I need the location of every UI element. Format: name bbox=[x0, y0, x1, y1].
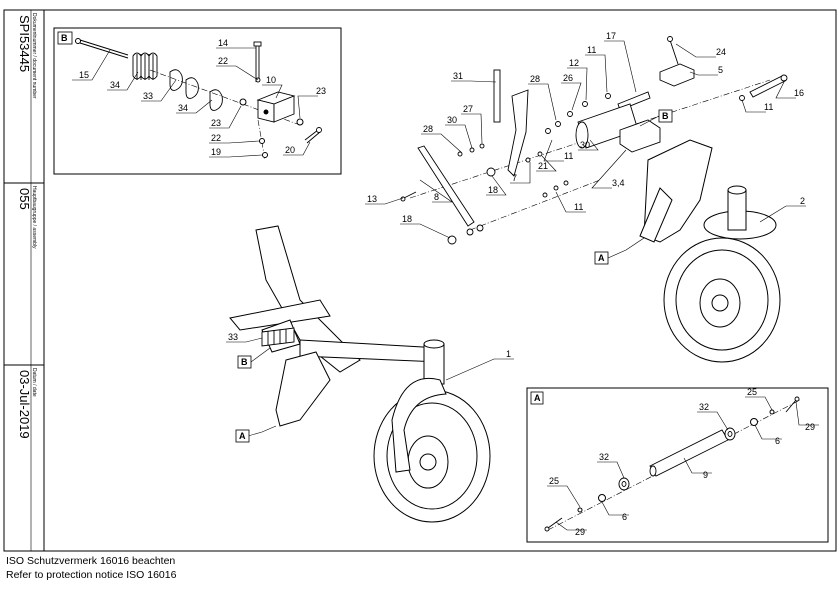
tag-a-left: A bbox=[235, 429, 250, 443]
tag-b-left-leader bbox=[250, 347, 271, 363]
pin-29a-drawing bbox=[785, 396, 800, 413]
bolt-14-drawing bbox=[253, 41, 262, 83]
document-date: 03-Jul-2019 bbox=[17, 370, 32, 439]
callout-b-14: 14 bbox=[218, 38, 228, 48]
callout-26: 26 bbox=[563, 73, 573, 83]
hook-34b-drawing bbox=[209, 89, 223, 111]
detail-b-box: B bbox=[53, 27, 342, 175]
callout-24: 24 bbox=[716, 47, 726, 57]
callout-a-32a: 32 bbox=[699, 402, 709, 412]
bushing-32b-drawing bbox=[618, 477, 630, 491]
washer-23b-drawing bbox=[296, 118, 304, 126]
callout-a-25a: 25 bbox=[747, 387, 757, 397]
tag-b-upper-leader bbox=[639, 115, 660, 127]
callout-13: 13 bbox=[367, 194, 377, 204]
callout-33: 33 bbox=[228, 332, 238, 342]
callout-28b: 28 bbox=[423, 124, 433, 134]
svg-text:B: B bbox=[662, 111, 669, 121]
callout-2: 2 bbox=[800, 196, 805, 206]
hook-34-drawing bbox=[185, 77, 199, 99]
detail-a-tag: A bbox=[534, 393, 541, 403]
callout-a-25b: 25 bbox=[549, 476, 559, 486]
callout-11b: 11 bbox=[764, 102, 773, 112]
drawing-frame bbox=[3, 9, 837, 552]
callout-b-34b: 34 bbox=[178, 103, 188, 113]
callout-11d: 11 bbox=[574, 202, 583, 212]
callout-7: 7 bbox=[512, 173, 517, 183]
callout-a-9: 9 bbox=[703, 470, 708, 480]
callout-b-19: 19 bbox=[211, 147, 221, 157]
pin-29b-drawing bbox=[544, 517, 563, 532]
callout-31: 31 bbox=[453, 71, 463, 81]
assembly-label: Hauptbaugruppe / assembly bbox=[31, 186, 37, 249]
callout-28a: 28 bbox=[530, 74, 540, 84]
callout-b-15: 15 bbox=[79, 70, 89, 80]
callout-16: 16 bbox=[794, 88, 804, 98]
washer-6a-drawing bbox=[750, 418, 758, 426]
callout-3-4: 3,4 bbox=[612, 178, 625, 188]
washer-6b-drawing bbox=[598, 494, 606, 502]
protection-notice-english: Refer to protection notice ISO 16016 bbox=[6, 569, 177, 581]
detail-b-tag: B bbox=[61, 33, 68, 43]
document-number: SPI53445 bbox=[17, 15, 32, 72]
callout-b-34a: 34 bbox=[110, 80, 120, 90]
callout-30a: 30 bbox=[447, 115, 457, 125]
spring-33-main-drawing bbox=[261, 327, 295, 347]
callout-8: 8 bbox=[434, 192, 439, 202]
callout-17: 17 bbox=[606, 31, 616, 41]
tag-b-upper: B bbox=[658, 109, 673, 123]
date-label: Datum / date bbox=[31, 368, 37, 397]
assembly-number: 055 bbox=[17, 188, 32, 210]
callout-5: 5 bbox=[718, 65, 723, 75]
callout-a-29b: 29 bbox=[575, 527, 585, 537]
washer-25b-drawing bbox=[577, 507, 583, 513]
callout-30b: 30 bbox=[580, 140, 590, 150]
callout-11c: 11 bbox=[564, 151, 573, 161]
washer-23-drawing bbox=[239, 98, 247, 106]
pin-20-drawing bbox=[304, 127, 322, 144]
exploded-parts-group bbox=[400, 36, 788, 245]
svg-text:A: A bbox=[598, 253, 605, 263]
svg-text:B: B bbox=[241, 357, 248, 367]
callout-b-22b: 22 bbox=[211, 133, 221, 143]
tag-b-left: B bbox=[237, 355, 252, 369]
bolt-15-drawing bbox=[75, 38, 129, 59]
callout-18a: 18 bbox=[488, 185, 498, 195]
hook-33-drawing bbox=[169, 69, 183, 91]
callout-b-23a: 23 bbox=[316, 86, 326, 96]
callout-a-6b: 6 bbox=[622, 512, 627, 522]
callout-b-23b: 23 bbox=[211, 118, 221, 128]
spring-34-drawing bbox=[132, 52, 158, 80]
callout-b-33: 33 bbox=[143, 91, 153, 101]
callout-a-32b: 32 bbox=[599, 452, 609, 462]
callout-1: 1 bbox=[506, 349, 511, 359]
nut-22-drawing bbox=[259, 138, 265, 144]
callout-b-10: 10 bbox=[266, 75, 276, 85]
protection-notice-german: ISO Schutzvermerk 16016 beachten bbox=[6, 555, 176, 567]
right-wheel-assembly bbox=[639, 139, 781, 363]
bushing-32a-drawing bbox=[724, 427, 736, 441]
callout-b-20: 20 bbox=[285, 145, 295, 155]
svg-text:A: A bbox=[239, 431, 246, 441]
axis-a-line bbox=[547, 399, 801, 531]
washer-25a-drawing bbox=[769, 409, 775, 415]
callout-b-22a: 22 bbox=[218, 56, 228, 66]
callout-11a: 11 bbox=[587, 45, 596, 55]
shaft-9-drawing bbox=[649, 429, 729, 477]
callout-a-6a: 6 bbox=[775, 436, 780, 446]
callout-a-29a: 29 bbox=[805, 422, 815, 432]
detail-a-box: A bbox=[526, 387, 829, 543]
nut-19-drawing bbox=[262, 152, 268, 158]
callout-21: 21 bbox=[538, 161, 548, 171]
callout-18b: 18 bbox=[402, 214, 412, 224]
main-frame-assembly bbox=[229, 225, 491, 523]
block-10-drawing bbox=[256, 91, 296, 123]
callout-12: 12 bbox=[569, 58, 579, 68]
callout-27: 27 bbox=[463, 104, 473, 114]
document-number-label: Dokumentnummer / document number bbox=[31, 13, 37, 99]
tag-a-right: A bbox=[594, 251, 609, 265]
